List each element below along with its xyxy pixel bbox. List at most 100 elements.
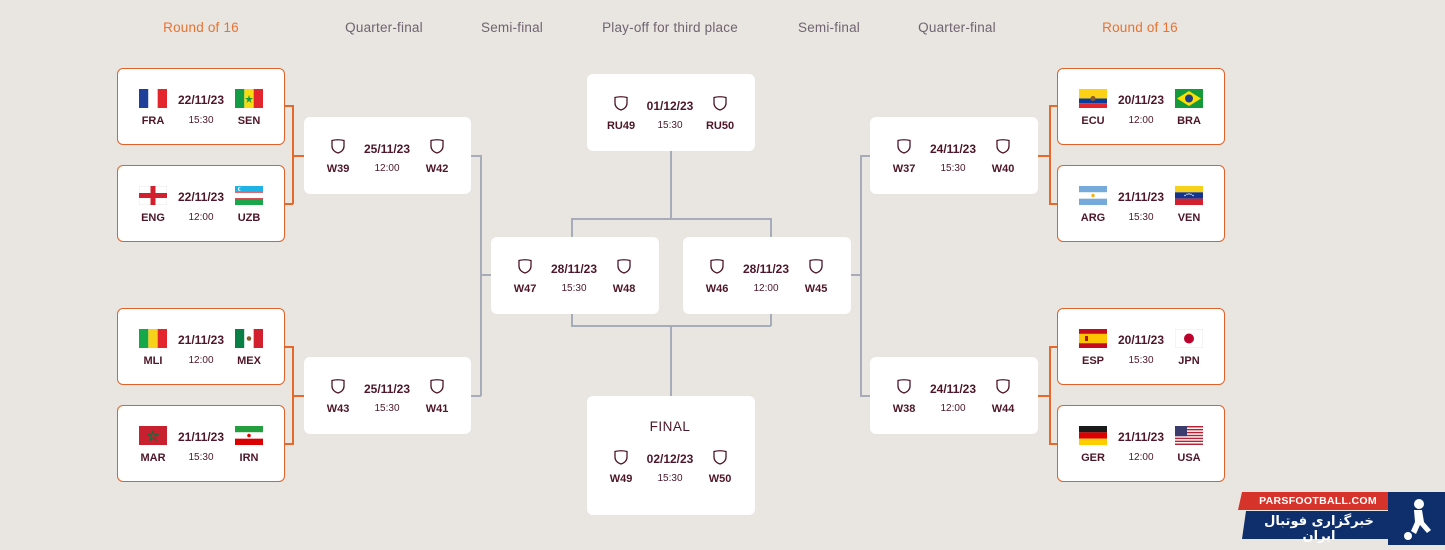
team-shield-icon — [430, 379, 444, 394]
match-card-sf-w47-w48[interactable]: 28/11/23 15:30 W47 W48 — [491, 237, 659, 314]
away-team-code: JPN — [1178, 355, 1200, 367]
match-time: 15:30 — [1128, 355, 1154, 366]
flag-germany-icon — [1079, 426, 1107, 445]
team-shield-icon — [430, 139, 444, 154]
stage-label-left-round-of-16: Round of 16 — [163, 20, 239, 35]
match-time: 15:30 — [188, 115, 214, 126]
match-card-qf-w43-w41[interactable]: 25/11/23 15:30 W43 W41 — [304, 357, 471, 434]
stage-label-left-quarter-final: Quarter-final — [345, 20, 423, 35]
match-date: 21/11/23 — [1117, 190, 1165, 204]
watermark-tagline: خبرگزاری فوتبال ایران — [1264, 514, 1374, 544]
match-time: 12:00 — [188, 355, 214, 366]
match-card-esp-jpn[interactable]: 20/11/23 15:30 ESP JPN — [1057, 308, 1225, 385]
match-time: 12:00 — [374, 163, 400, 174]
home-team-code: ARG — [1080, 212, 1106, 224]
home-team-code: W43 — [326, 403, 350, 415]
flag-spain-icon — [1079, 329, 1107, 348]
away-team-code: USA — [1177, 452, 1201, 464]
match-date: 25/11/23 — [363, 382, 411, 396]
stage-label-right-quarter-final: Quarter-final — [918, 20, 996, 35]
match-time: 15:30 — [657, 473, 683, 484]
away-team-code: W50 — [708, 473, 732, 485]
team-shield-icon — [897, 139, 911, 154]
home-team-code: ECU — [1081, 115, 1105, 127]
watermark-domain: PARSFOOTBALL.COM — [1259, 495, 1377, 507]
team-shield-icon — [996, 379, 1010, 394]
match-date: 20/11/23 — [1117, 93, 1165, 107]
flag-france-icon — [139, 89, 167, 108]
match-date: 28/11/23 — [550, 262, 598, 276]
match-date: 01/12/23 — [646, 99, 694, 113]
match-card-eng-uzb[interactable]: 22/11/23 12:00 ENG UZB — [117, 165, 285, 242]
match-card-ecu-bra[interactable]: 20/11/23 12:00 ECU BRA — [1057, 68, 1225, 145]
away-team-code: W44 — [991, 403, 1015, 415]
team-shield-icon — [614, 450, 628, 465]
home-team-code: MLI — [143, 355, 163, 367]
away-team-code: UZB — [237, 212, 261, 224]
match-card-mar-irn[interactable]: 21/11/23 15:30 MAR IRN — [117, 405, 285, 482]
team-shield-icon — [614, 96, 628, 111]
match-time: 15:30 — [374, 403, 400, 414]
flag-venezuela-icon — [1175, 186, 1203, 205]
home-team-code: W49 — [609, 473, 633, 485]
match-card-ger-usa[interactable]: 21/11/23 12:00 GER USA — [1057, 405, 1225, 482]
final-title: FINAL — [649, 419, 691, 434]
match-date: 02/12/23 — [646, 452, 694, 466]
home-team-code: GER — [1081, 452, 1105, 464]
match-date: 22/11/23 — [177, 190, 225, 204]
away-team-code: W41 — [425, 403, 449, 415]
match-date: 21/11/23 — [177, 333, 225, 347]
parsfootball-logo: PARSFOOTBALL.COM خبرگزاری فوتبال ایران — [1238, 490, 1445, 545]
flag-morocco-icon — [139, 426, 167, 445]
match-card-qf-w39-w42[interactable]: 25/11/23 12:00 W39 W42 — [304, 117, 471, 194]
team-shield-icon — [996, 139, 1010, 154]
home-team-code: W47 — [513, 283, 537, 295]
team-shield-icon — [331, 139, 345, 154]
match-card-fra-sen[interactable]: 22/11/23 15:30 FRA SEN — [117, 68, 285, 145]
flag-iran-icon — [235, 426, 263, 445]
stage-label-left-semi-final: Semi-final — [480, 20, 544, 35]
flag-usa-icon — [1175, 426, 1203, 445]
team-shield-icon — [331, 379, 345, 394]
match-time: 12:00 — [940, 403, 966, 414]
match-card-arg-ven[interactable]: 21/11/23 15:30 ARG VEN — [1057, 165, 1225, 242]
match-time: 15:30 — [657, 120, 683, 131]
flag-senegal-icon — [235, 89, 263, 108]
team-shield-icon — [710, 259, 724, 274]
match-date: 24/11/23 — [929, 142, 977, 156]
stage-label-right-semi-final: Semi-final — [797, 20, 861, 35]
match-card-final[interactable]: FINAL 02/12/23 15:30 W49 W50 — [587, 396, 755, 515]
away-team-code: W40 — [991, 163, 1015, 175]
away-team-code: RU50 — [705, 120, 735, 132]
team-shield-icon — [713, 96, 727, 111]
team-shield-icon — [617, 259, 631, 274]
match-date: 20/11/23 — [1117, 333, 1165, 347]
match-card-qf-w38-w44[interactable]: 24/11/23 12:00 W38 W44 — [870, 357, 1038, 434]
team-shield-icon — [809, 259, 823, 274]
match-card-third-place[interactable]: 01/12/23 15:30 RU49 RU50 — [587, 74, 755, 151]
match-time: 15:30 — [940, 163, 966, 174]
match-date: 21/11/23 — [177, 430, 225, 444]
away-team-code: MEX — [237, 355, 261, 367]
flag-england-icon — [138, 185, 168, 206]
away-team-code: VEN — [1177, 212, 1201, 224]
flag-mali-icon — [139, 329, 167, 348]
away-team-code: W45 — [804, 283, 828, 295]
match-time: 15:30 — [188, 452, 214, 463]
match-card-sf-w46-w45[interactable]: 28/11/23 12:00 W46 W45 — [683, 237, 851, 314]
team-shield-icon — [518, 259, 532, 274]
match-time: 12:00 — [1128, 115, 1154, 126]
match-card-mli-mex[interactable]: 21/11/23 12:00 MLI MEX — [117, 308, 285, 385]
flag-mexico-icon — [235, 329, 263, 348]
stage-label-right-round-of-16: Round of 16 — [1102, 20, 1178, 35]
flag-uzbekistan-icon — [235, 186, 263, 205]
flag-ecuador-icon — [1079, 89, 1107, 108]
match-date: 21/11/23 — [1117, 430, 1165, 444]
home-team-code: W39 — [326, 163, 350, 175]
match-time: 15:30 — [561, 283, 587, 294]
match-time: 12:00 — [188, 212, 214, 223]
home-team-code: MAR — [140, 452, 166, 464]
match-card-qf-w37-w40[interactable]: 24/11/23 15:30 W37 W40 — [870, 117, 1038, 194]
away-team-code: IRN — [239, 452, 259, 464]
match-time: 12:00 — [753, 283, 779, 294]
